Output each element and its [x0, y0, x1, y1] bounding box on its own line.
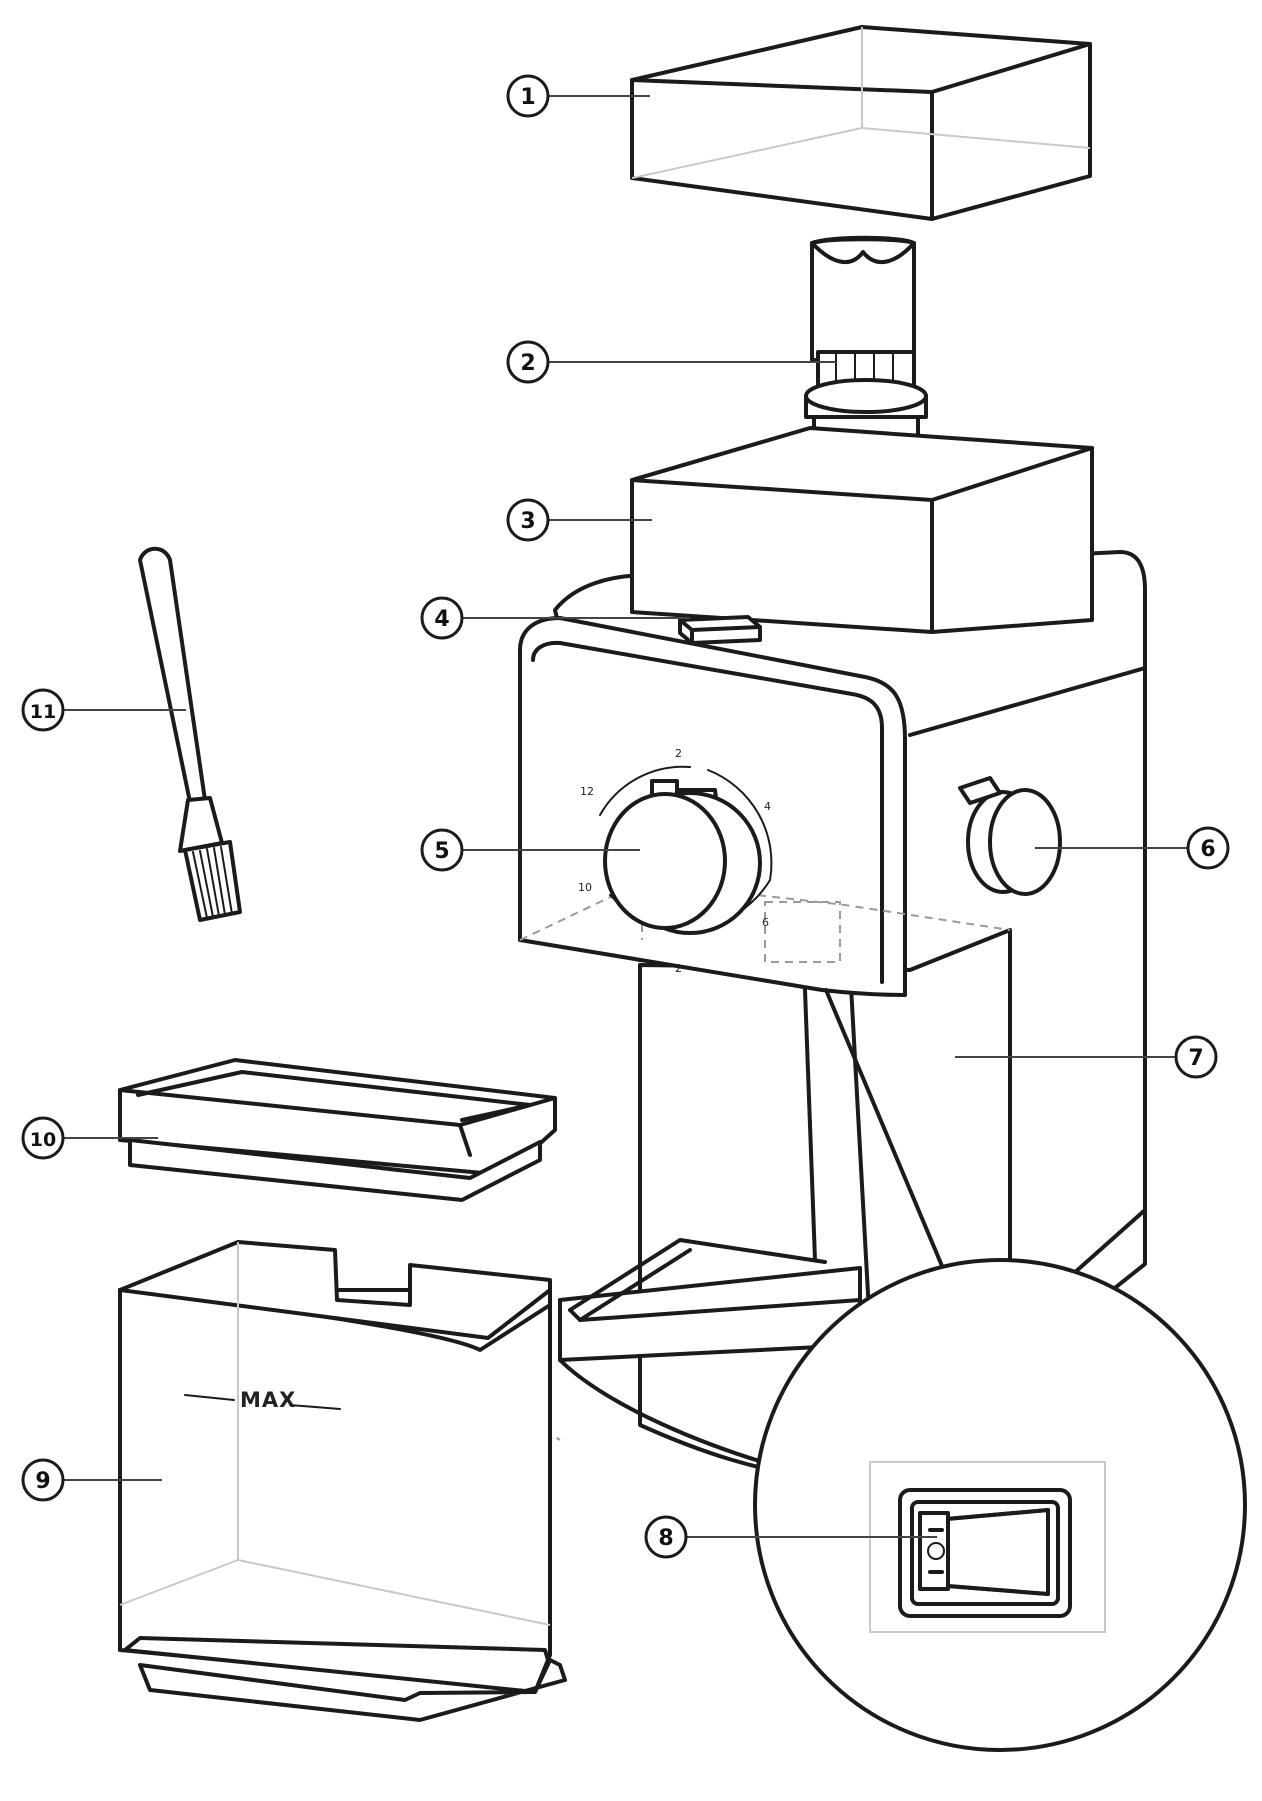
callout-9-label: 9 [35, 1469, 50, 1494]
callout-2-label: 2 [520, 351, 535, 376]
bean-container [630, 426, 1094, 634]
callout-11: 11 [21, 688, 65, 732]
callout-5: 5 [420, 828, 464, 872]
callout-4: 4 [420, 596, 464, 640]
dial-tick-right: 6 [762, 916, 769, 929]
ground-coffee-container: MAX [118, 1240, 567, 1722]
dial-tick-left: 10 [578, 881, 592, 894]
callout-5-label: 5 [434, 839, 449, 864]
callout-8: 8 [644, 1515, 688, 1559]
grind-button [678, 615, 762, 645]
hopper-lid [630, 25, 1092, 221]
callout-8-label: 8 [658, 1526, 673, 1551]
leader-lines [63, 95, 1190, 1538]
callout-3-label: 3 [520, 509, 535, 534]
callout-10-label: 10 [30, 1129, 56, 1151]
cleaning-brush [138, 546, 242, 922]
grind-dial: 2 4 6 2 10 12 [578, 747, 773, 975]
dial-tick-upper-right: 4 [764, 800, 771, 813]
callout-3: 3 [506, 498, 550, 542]
callout-1: 1 [506, 74, 550, 118]
callout-1-label: 1 [520, 85, 535, 110]
callout-7-label: 7 [1188, 1046, 1203, 1071]
callout-9: 9 [21, 1458, 65, 1502]
callout-11-label: 11 [30, 701, 56, 723]
callout-4-label: 4 [434, 607, 449, 632]
callout-6-label: 6 [1200, 837, 1215, 862]
container-lid [118, 1058, 557, 1202]
cup-selector [958, 776, 1062, 896]
callout-10: 10 [21, 1116, 65, 1160]
callout-7: 7 [1174, 1035, 1218, 1079]
dial-tick-top: 2 [675, 747, 682, 760]
callout-6: 6 [1186, 826, 1230, 870]
dial-tick-upper-left: 12 [580, 785, 594, 798]
detail-magnifier [753, 988, 1247, 1752]
callout-2: 2 [506, 340, 550, 384]
dial-tick-bottom: 2 [675, 962, 682, 975]
max-fill-label: MAX [240, 1388, 296, 1412]
